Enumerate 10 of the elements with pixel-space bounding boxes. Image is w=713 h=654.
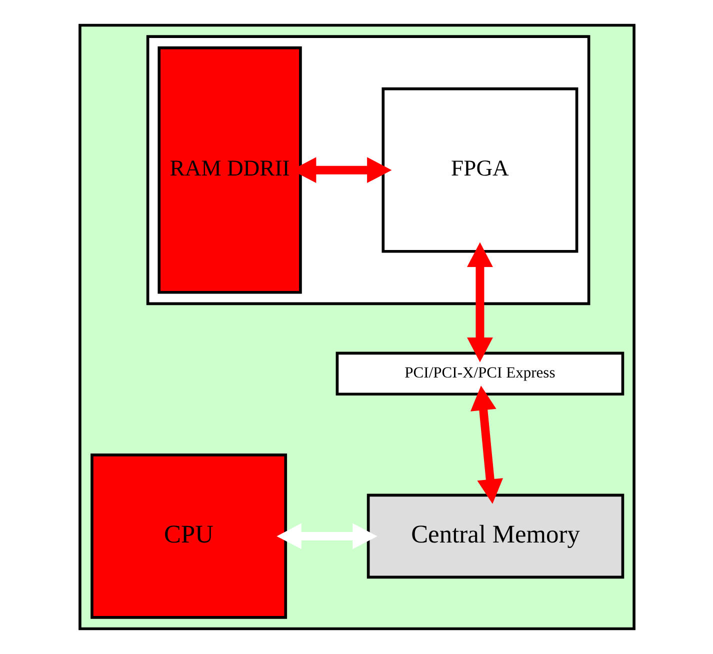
node-box: Central Memory bbox=[366, 494, 624, 579]
node-box: CPU bbox=[90, 454, 287, 619]
node-box: RAM DDRII bbox=[157, 46, 302, 294]
node-box: PCI/PCI-X/PCI Express bbox=[335, 352, 624, 396]
cluster bbox=[78, 24, 635, 630]
cluster bbox=[146, 35, 590, 306]
arrow bbox=[470, 386, 503, 504]
arrow bbox=[276, 523, 377, 550]
arrow bbox=[466, 242, 492, 362]
node-box: FPGA bbox=[381, 87, 578, 253]
